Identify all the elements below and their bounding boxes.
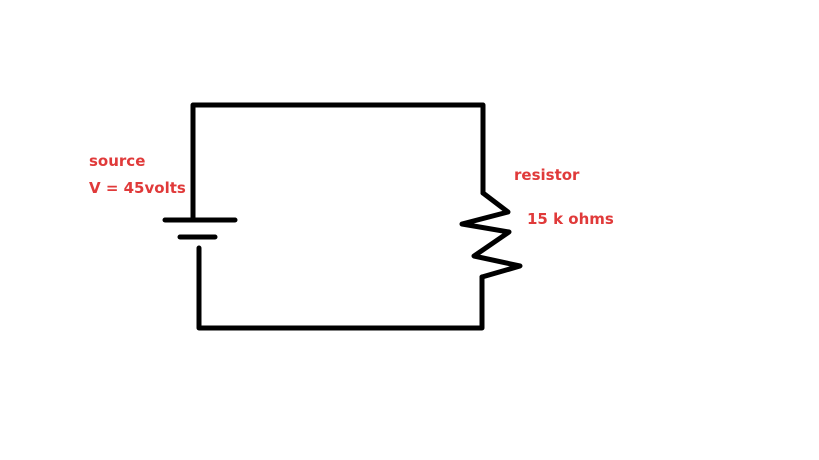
wire-bottom bbox=[196, 245, 485, 331]
source-label: source bbox=[89, 152, 146, 170]
resistor-zigzag bbox=[459, 190, 523, 280]
resistor-label: resistor bbox=[514, 166, 580, 184]
resistor-value: 15 k ohms bbox=[527, 210, 614, 228]
wire-top-left bbox=[190, 102, 486, 223]
source-voltage: V = 45volts bbox=[89, 179, 186, 197]
